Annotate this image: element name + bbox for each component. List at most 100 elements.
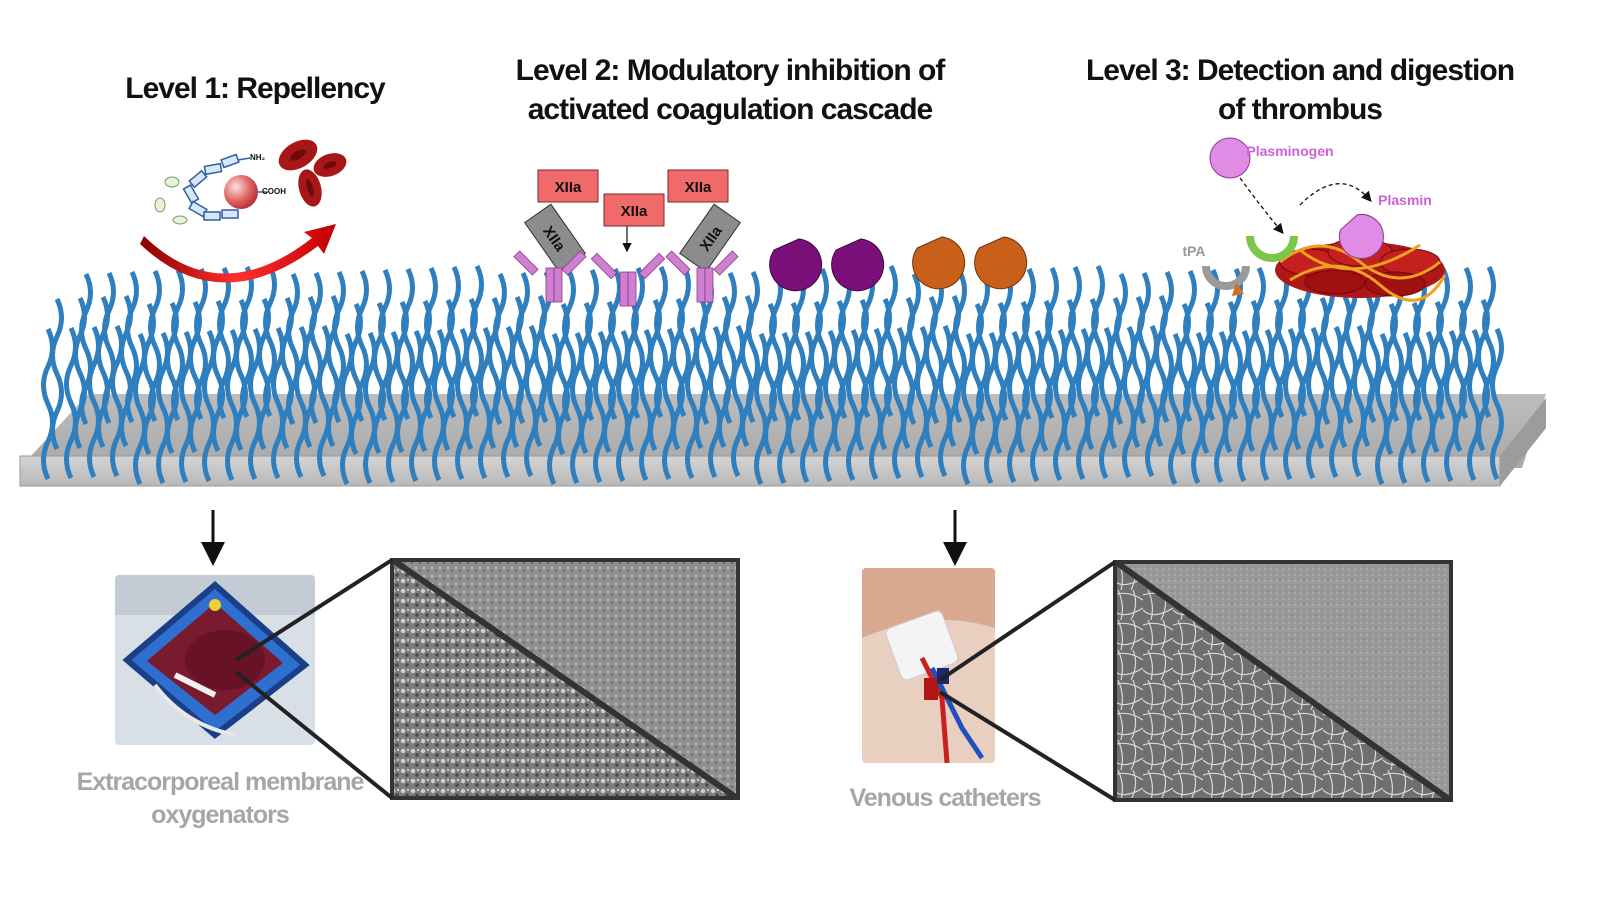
polymer-chain: [202, 329, 216, 483]
xiia-box: XIIa: [603, 193, 665, 227]
polymer-chain: [501, 325, 515, 479]
polymer-chain: [225, 328, 239, 482]
tpa-label: tPA: [1182, 243, 1205, 259]
plasmin-label: Plasmin: [1378, 192, 1432, 208]
polymer-chain: [363, 331, 377, 485]
polymer-chain: [1076, 327, 1090, 481]
polymer-chain: [1237, 329, 1251, 483]
polymer-chain: [754, 332, 768, 486]
polymer-chain: [1168, 332, 1182, 486]
polymer-chain: [1329, 325, 1343, 479]
plasmin-icon: [1338, 213, 1384, 259]
polymer-chain: [800, 330, 814, 484]
level3-title-line1: Level 3: Detection and digestion: [1085, 54, 1515, 87]
ecmo-caption-line2: oxygenators: [151, 801, 290, 829]
red-blood-cell-icon: [298, 169, 322, 207]
polymer-chain: [1145, 324, 1159, 478]
polymer-chain: [41, 327, 55, 481]
polymer-chain: [340, 332, 354, 486]
polymer-chain: [915, 325, 929, 479]
ecmo-sem-image: [390, 558, 740, 800]
svg-text:XIIa: XIIa: [685, 179, 712, 196]
repel-arrow-icon: [140, 224, 336, 283]
polymer-chain: [1030, 329, 1044, 483]
polymer-chain: [777, 331, 791, 485]
polymer-chain: [892, 326, 906, 480]
orange-inhibitor-icon: [974, 236, 1028, 290]
polymer-chain: [248, 327, 262, 481]
polymer-chain: [64, 326, 78, 480]
level1-title: Level 1: Repellency: [125, 72, 385, 105]
polymer-chain: [87, 325, 101, 479]
polymer-chain: [1260, 328, 1274, 482]
purple-inhibitor-icon: [769, 238, 823, 292]
polymer-chain: [1352, 324, 1366, 478]
catheter-sem-image: [1113, 560, 1453, 802]
polymer-chain: [1122, 325, 1136, 479]
polymer-chain: [1467, 328, 1481, 482]
bead-icon: [224, 175, 258, 209]
polymer-chain: [478, 326, 492, 480]
xiia-box: XIIa: [537, 169, 599, 203]
polymer-chain: [984, 331, 998, 485]
polymer-chain: [616, 329, 630, 483]
nh2-label: NH₂: [250, 153, 266, 162]
polymer-chain: [1099, 326, 1113, 480]
polymer-chain: [1306, 326, 1320, 480]
conversion-arrow: [1299, 183, 1372, 206]
activation-arrow: [1239, 177, 1284, 234]
svg-text:XIIa: XIIa: [621, 203, 648, 220]
polymer-chain: [639, 328, 653, 482]
level2-illustration: XIIa XIIa XIIa XIIa XIIa: [513, 169, 1028, 307]
polymer-chain: [409, 329, 423, 483]
bound-xiia-box: XIIa: [523, 203, 587, 273]
polymer-chain: [662, 327, 676, 481]
catheter-photo: [862, 568, 995, 763]
ecmo-caption-line1: Extracorporeal membrane: [76, 768, 365, 796]
level1-illustration: NH₂ COOH: [140, 139, 347, 283]
polymer-chain: [846, 328, 860, 482]
tpa-cleavage-icon: [1232, 282, 1244, 296]
plasminogen-label: Plasminogen: [1246, 143, 1333, 159]
polymer-chain: [294, 325, 308, 479]
svg-text:XIIa: XIIa: [555, 179, 582, 196]
red-blood-cell-icon: [313, 153, 347, 177]
polymer-chain: [708, 325, 722, 479]
antibody-icon: [513, 250, 587, 303]
polymer-chain: [1191, 331, 1205, 485]
level3-illustration: Plasminogen Plasmin tPA: [1182, 137, 1447, 302]
polymer-chain: [823, 329, 837, 483]
polymer-chain: [593, 330, 607, 484]
purple-inhibitor-icon: [831, 238, 885, 292]
polymer-brush-layer: [41, 264, 1504, 486]
polymer-chain: [1421, 330, 1435, 484]
plasminogen-icon: [1209, 137, 1251, 179]
polymer-chain: [1007, 330, 1021, 484]
antibody-icon: [590, 252, 666, 307]
orange-inhibitor-icon: [912, 236, 966, 290]
small-bead-icon: [154, 197, 166, 213]
level2-title-line1: Level 2: Modulatory inhibition of: [515, 54, 946, 87]
polymer-chain: [179, 330, 193, 484]
level3-title-line2: of thrombus: [1218, 93, 1383, 126]
polymer-chain: [570, 331, 584, 485]
polymer-chain: [1490, 327, 1504, 481]
receptor-icon: [1246, 235, 1298, 262]
small-bead-icon: [172, 215, 188, 225]
polymer-chain: [156, 331, 170, 485]
polymer-chain: [1375, 332, 1389, 486]
polymer-chain: [271, 326, 285, 480]
ecmo-photo: [115, 575, 315, 745]
small-bead-icon: [164, 176, 180, 188]
antibody-icon: [665, 250, 739, 303]
polymer-chain: [1053, 328, 1067, 482]
polymer-chain: [685, 326, 699, 480]
polymer-chain: [317, 324, 331, 478]
polymer-chain: [1214, 330, 1228, 484]
peptide-chain-icon: [182, 153, 251, 221]
polymer-chain: [731, 324, 745, 478]
polymer-chain: [455, 327, 469, 481]
level2-title-line2: activated coagulation cascade: [527, 93, 934, 126]
polymer-chain: [1283, 327, 1297, 481]
polymer-chain: [1398, 331, 1412, 485]
